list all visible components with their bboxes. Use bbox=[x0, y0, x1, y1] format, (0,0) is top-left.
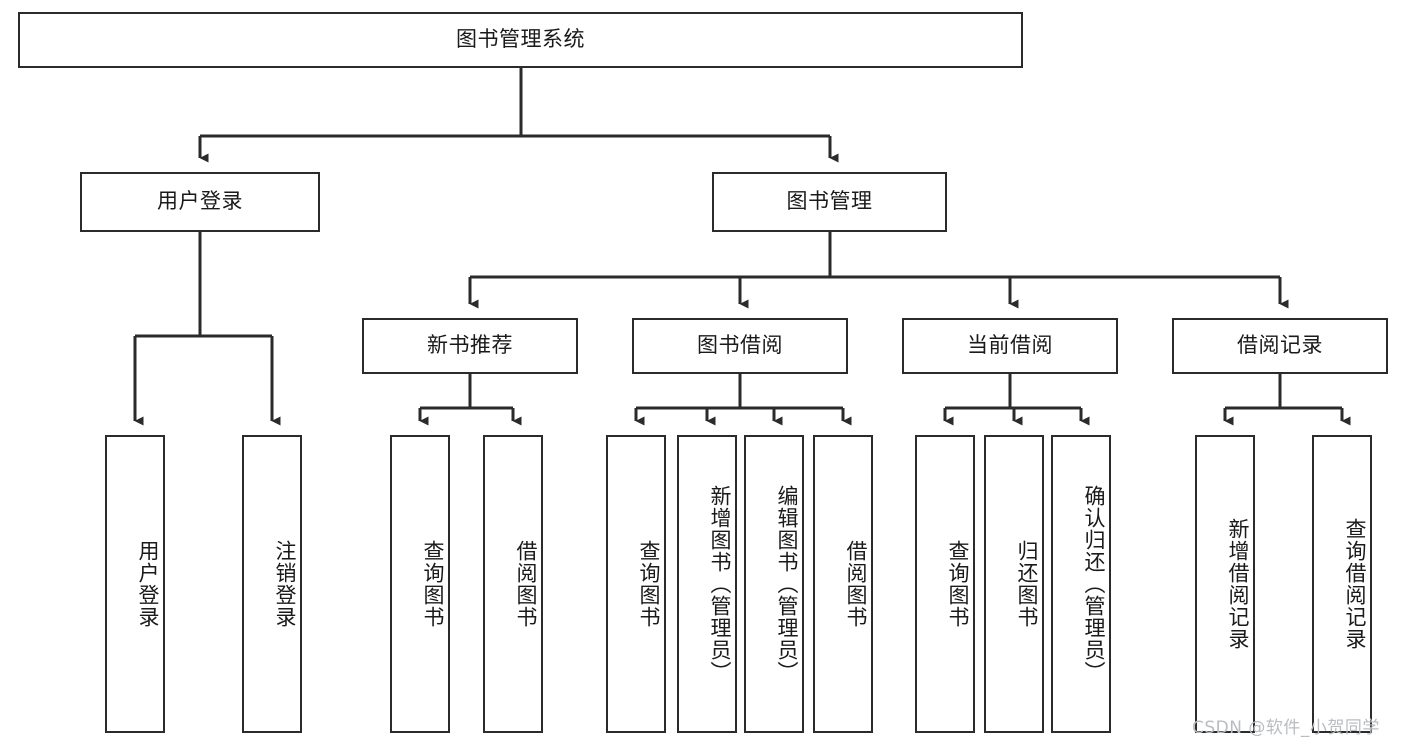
edge-group bbox=[133, 68, 1351, 426]
connector-trunk bbox=[135, 232, 272, 338]
connector-trunk bbox=[200, 68, 830, 138]
node-user-login[interactable]: 用户登录 bbox=[80, 172, 320, 232]
node-root[interactable]: 图书管理系统 bbox=[18, 12, 1023, 68]
node-edit-book-admin[interactable]: 编辑图书（管理员） bbox=[744, 435, 804, 733]
node-user-logout[interactable]: 注销登录 bbox=[242, 435, 302, 733]
node-return-book[interactable]: 归还图书 bbox=[984, 435, 1044, 733]
node-new-book-recommend[interactable]: 新书推荐 bbox=[362, 318, 578, 374]
node-book-borrow[interactable]: 图书借阅 bbox=[632, 318, 848, 374]
node-query-book-1[interactable]: 查询图书 bbox=[390, 435, 450, 733]
node-add-book-admin[interactable]: 新增图书（管理员） bbox=[677, 435, 737, 733]
connector-trunk bbox=[470, 232, 1280, 279]
node-query-book-2[interactable]: 查询图书 bbox=[606, 435, 666, 733]
node-borrow-book-2[interactable]: 借阅图书 bbox=[813, 435, 873, 733]
connector-trunk bbox=[945, 374, 1081, 410]
node-borrow-record[interactable]: 借阅记录 bbox=[1172, 318, 1388, 374]
node-confirm-return-admin[interactable]: 确认归还（管理员） bbox=[1051, 435, 1111, 733]
node-query-borrow-record[interactable]: 查询借阅记录 bbox=[1312, 435, 1372, 733]
connector-trunk bbox=[420, 374, 513, 410]
node-user-login-do[interactable]: 用户登录 bbox=[105, 435, 165, 733]
node-borrow-book-1[interactable]: 借阅图书 bbox=[483, 435, 543, 733]
node-current-borrow[interactable]: 当前借阅 bbox=[902, 318, 1118, 374]
connector-trunk bbox=[1225, 374, 1342, 410]
node-add-borrow-record[interactable]: 新增借阅记录 bbox=[1195, 435, 1255, 733]
node-query-book-3[interactable]: 查询图书 bbox=[915, 435, 975, 733]
csdn-watermark: CSDN @软件_小贺同学 bbox=[1192, 718, 1380, 738]
connector-trunk bbox=[636, 374, 843, 410]
node-book-manage[interactable]: 图书管理 bbox=[712, 172, 947, 232]
